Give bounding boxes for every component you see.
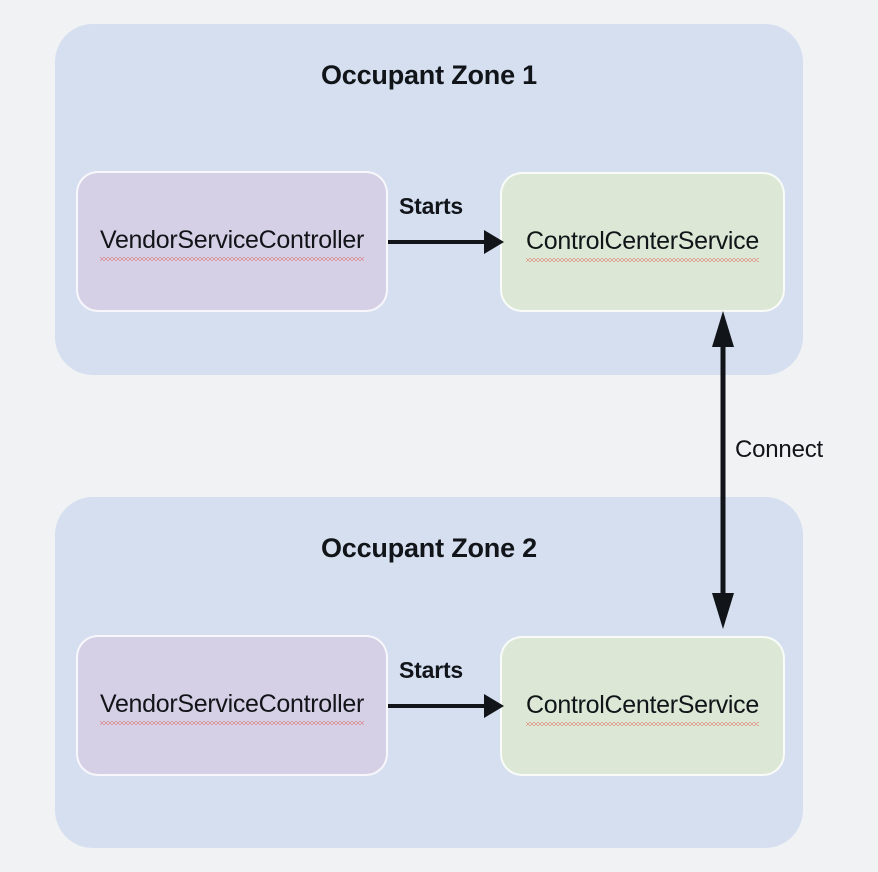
node-label: ControlCenterService [526,227,759,262]
node-label: ControlCenterService [526,691,759,726]
edge-label-starts-zone-2: Starts [399,657,463,683]
node-vendor-service-controller-zone-2[interactable]: VendorServiceController [76,635,388,776]
occupant-zone-1-title: Occupant Zone 1 [320,60,538,90]
node-control-center-service-zone-2[interactable]: ControlCenterService [500,636,785,776]
node-control-center-service-zone-1[interactable]: ControlCenterService [500,172,785,312]
node-label: VendorServiceController [99,690,364,725]
node-label: VendorServiceController [99,226,364,261]
edge-label-starts-zone-1: Starts [399,193,463,219]
occupant-zone-2-title: Occupant Zone 2 [320,533,538,563]
node-vendor-service-controller-zone-1[interactable]: VendorServiceController [76,171,388,312]
edge-label-connect: Connect [735,436,823,463]
